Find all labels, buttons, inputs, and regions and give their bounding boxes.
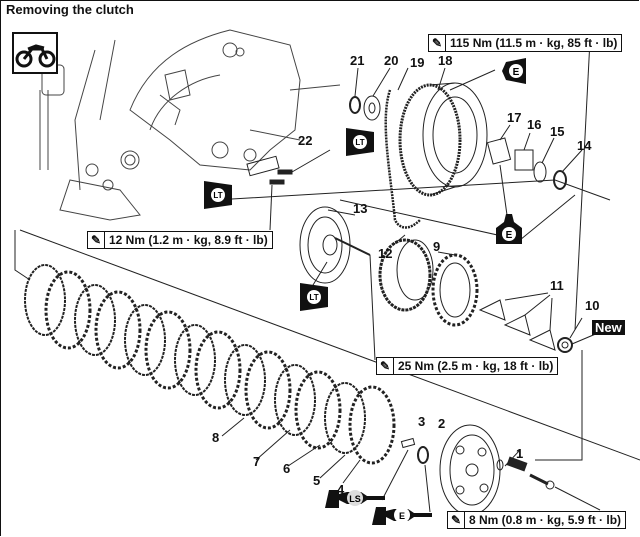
engine-case xyxy=(39,29,341,221)
part-number-12: 12 xyxy=(378,246,393,261)
torque-spec-25nm: ✎ 25 Nm (2.5 m · kg, 18 ft · lb) xyxy=(376,357,559,375)
svg-text:LT: LT xyxy=(309,293,318,302)
torque-spec-12nm: ✎ 12 Nm (1.2 m · kg, 8.9 ft · lb) xyxy=(87,231,273,249)
part-number-19: 19 xyxy=(410,55,425,70)
part-number-7: 7 xyxy=(253,454,261,469)
threadlock-icon: LT xyxy=(204,181,232,214)
svg-text:E: E xyxy=(513,67,520,78)
part-number-5: 5 xyxy=(313,473,321,488)
motorcycle-icon xyxy=(12,32,58,74)
part-number-18: 18 xyxy=(438,53,453,68)
engine-oil-icon: E xyxy=(370,503,432,530)
part-number-6: 6 xyxy=(283,461,291,476)
clutch-plates-stack xyxy=(24,264,396,465)
torque-wrench-icon: ✎ xyxy=(429,35,446,51)
part-number-13: 13 xyxy=(353,201,368,216)
svg-text:E: E xyxy=(399,511,405,521)
part-number-11: 11 xyxy=(550,278,564,293)
part-number-17: 17 xyxy=(507,110,522,125)
part-number-3: 3 xyxy=(418,414,426,429)
engine-oil-icon: E xyxy=(492,58,528,89)
part-number-20: 20 xyxy=(384,53,399,68)
grease-icon: LS xyxy=(323,486,385,513)
part-number-22: 22 xyxy=(298,133,313,148)
part-number-10: 10 xyxy=(585,298,600,313)
engine-oil-icon: E xyxy=(496,214,522,249)
threadlock-icon: LT xyxy=(300,283,328,316)
svg-text:LT: LT xyxy=(213,191,222,200)
part-number-2: 2 xyxy=(438,416,446,431)
torque-wrench-icon: ✎ xyxy=(377,358,394,374)
part-number-14: 14 xyxy=(577,138,592,153)
part-number-16: 16 xyxy=(527,117,542,132)
threadlock-icon: LT xyxy=(346,128,374,161)
svg-text:LS: LS xyxy=(349,494,361,504)
part-number-1: 1 xyxy=(516,446,524,461)
torque-spec-8nm: ✎ 8 Nm (0.8 m · kg, 5.9 ft · lb) xyxy=(447,511,627,529)
torque-wrench-icon: ✎ xyxy=(88,232,105,248)
torque-wrench-icon: ✎ xyxy=(448,512,465,528)
svg-text:E: E xyxy=(506,230,513,241)
svg-text:LT: LT xyxy=(355,138,364,147)
new-part-badge: New xyxy=(592,320,625,335)
part-number-8: 8 xyxy=(212,430,220,445)
part-number-15: 15 xyxy=(550,124,565,139)
torque-spec-115nm: ✎ 115 Nm (11.5 m · kg, 85 ft · lb) xyxy=(428,34,623,52)
part-number-4: 4 xyxy=(337,482,345,497)
part-number-9: 9 xyxy=(433,239,441,254)
page-title: Removing the clutch xyxy=(6,2,134,17)
part-number-21: 21 xyxy=(350,53,365,68)
